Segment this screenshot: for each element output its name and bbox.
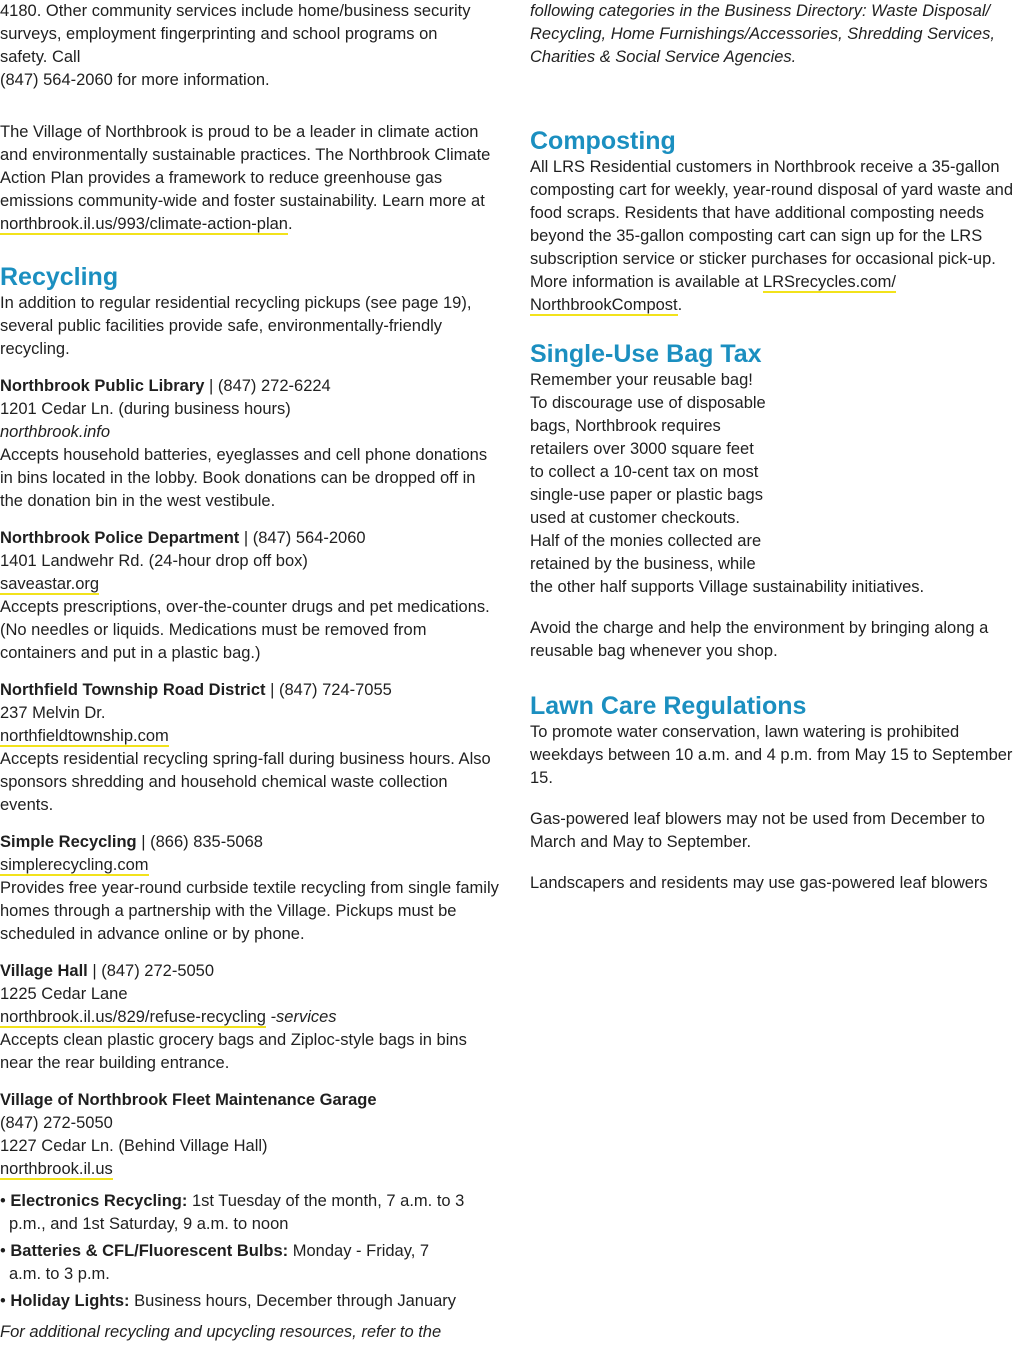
entry-address: 1227 Cedar Ln. (Behind Village Hall) <box>0 1137 268 1155</box>
composting-heading: Composting <box>530 127 676 155</box>
entry-phone: | (847) 272-5050 <box>87 962 215 980</box>
intro-line: (847) 564-2060 for more information. <box>0 71 270 89</box>
police-entry: Northbrook Police Department | (847) 564… <box>0 527 500 665</box>
list-item: • Batteries & CFL/Fluorescent Bulbs: Mon… <box>0 1242 430 1283</box>
village-hall-entry: Village Hall | (847) 272-5050 1225 Cedar… <box>0 960 500 1075</box>
intro-line: 4180. Other community services include h… <box>0 2 471 20</box>
refuse-recycling-link[interactable]: northbrook.il.us/829/refuse-recycling <box>0 1008 266 1028</box>
lawn-paragraph-1: To promote water conservation, lawn wate… <box>530 723 1013 787</box>
entry-phone: | (847) 564-2060 <box>239 529 366 547</box>
entry-name: Village of Northbrook Fleet Maintenance … <box>0 1091 377 1109</box>
entry-phone: | (866) 835-5068 <box>136 833 263 851</box>
lrs-compost-link-cont[interactable]: NorthbrookCompost <box>530 296 678 316</box>
entry-name: Northbrook Public Library <box>0 377 205 395</box>
entry-name: Northfield Township Road District <box>0 681 266 699</box>
recycling-intro: In addition to regular residential recyc… <box>0 294 472 358</box>
entry-desc: Provides free year-round curbside textil… <box>0 879 499 943</box>
entry-phone: (847) 272-5050 <box>0 1114 113 1132</box>
intro-paragraph: 4180. Other community services include h… <box>0 0 500 92</box>
intro-line: surveys, employment fingerprinting and s… <box>0 25 438 43</box>
entry-phone: | (847) 272-6224 <box>204 377 331 395</box>
lawn-paragraph-3: Landscapers and residents may use gas-po… <box>530 874 988 892</box>
intro-line: safety. Call <box>0 48 81 66</box>
entry-name: Simple Recycling <box>0 833 137 851</box>
library-entry: Northbrook Public Library | (847) 272-62… <box>0 375 500 513</box>
simplerecycling-link[interactable]: simplerecycling.com <box>0 856 149 876</box>
climate-paragraph: The Village of Northbrook is proud to be… <box>0 123 491 235</box>
entry-name: Village Hall <box>0 962 88 980</box>
entry-desc: Accepts clean plastic grocery bags and Z… <box>0 1031 467 1072</box>
continued-paragraph: following categories in the Business Dir… <box>530 2 995 66</box>
township-entry: Northfield Township Road District | (847… <box>0 679 500 817</box>
entry-desc: Accepts household batteries, eyeglasses … <box>0 446 488 510</box>
entry-phone: | (847) 724-7055 <box>265 681 392 699</box>
entry-address: 1225 Cedar Lane <box>0 985 128 1003</box>
saveastar-link[interactable]: saveastar.org <box>0 575 100 595</box>
bag-tax-paragraph: Remember your reusable bag! To discourag… <box>530 371 925 596</box>
entry-desc: Accepts prescriptions, over-the-counter … <box>0 598 490 662</box>
list-item: • Holiday Lights: Business hours, Decemb… <box>0 1292 457 1310</box>
northfieldtownship-link[interactable]: northfieldtownship.com <box>0 727 169 747</box>
entry-web: northbrook.info <box>0 423 111 441</box>
entry-address: 237 Melvin Dr. <box>0 704 106 722</box>
lawn-paragraph-2: Gas-powered leaf blowers may not be used… <box>530 810 985 851</box>
recycling-heading: Recycling <box>0 263 119 291</box>
recycling-footer: For additional recycling and upcycling r… <box>0 1323 442 1341</box>
list-item: • Electronics Recycling: 1st Tuesday of … <box>0 1192 465 1233</box>
composting-paragraph: All LRS Residential customers in Northbr… <box>530 158 1014 316</box>
fleet-garage-entry: Village of Northbrook Fleet Maintenance … <box>0 1089 500 1313</box>
bag-tax-paragraph-2: Avoid the charge and help the environmen… <box>530 619 989 660</box>
lawn-care-heading: Lawn Care Regulations <box>530 692 807 720</box>
left-column: 4180. Other community services include h… <box>0 0 500 1344</box>
entry-address: 1201 Cedar Ln. (during business hours) <box>0 400 291 418</box>
entry-address: 1401 Landwehr Rd. (24-hour drop off box) <box>0 552 308 570</box>
climate-action-plan-link[interactable]: northbrook.il.us/993/climate-action-plan <box>0 215 288 235</box>
northbrook-link[interactable]: northbrook.il.us <box>0 1160 113 1180</box>
right-column: following categories in the Business Dir… <box>530 0 1016 895</box>
entry-name: Northbrook Police Department <box>0 529 240 547</box>
simple-recycling-entry: Simple Recycling | (866) 835-5068 simple… <box>0 831 500 946</box>
entry-desc: Accepts residential recycling spring-fal… <box>0 750 491 814</box>
lrs-compost-link[interactable]: LRSrecycles.com/ <box>762 273 896 293</box>
bag-tax-heading: Single-Use Bag Tax <box>530 340 762 368</box>
